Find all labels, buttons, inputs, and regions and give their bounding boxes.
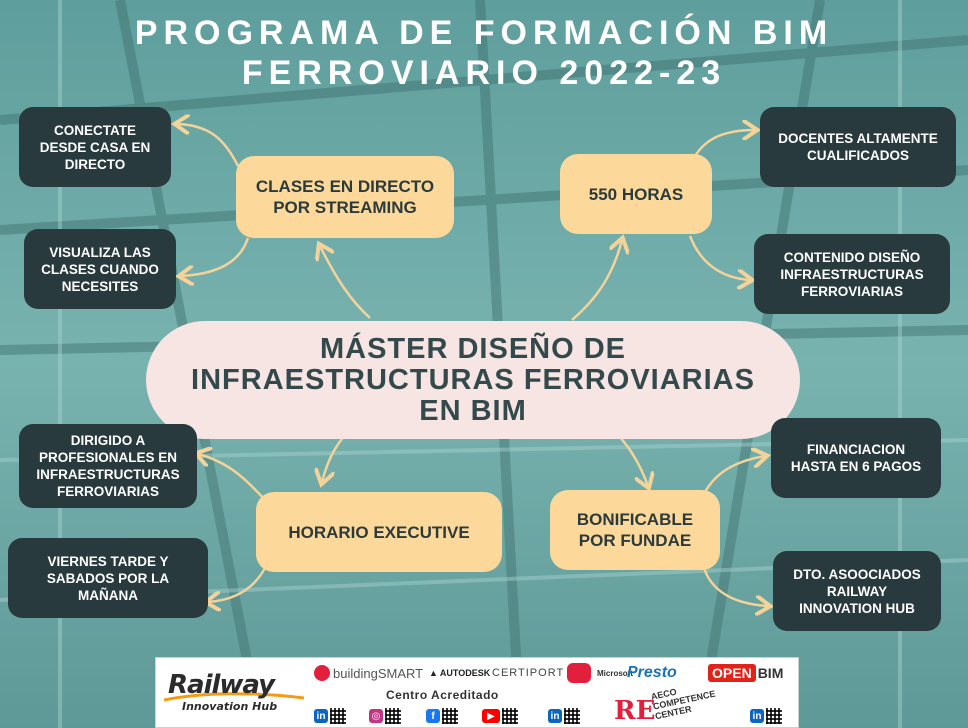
autodesk-text: AUTODESK <box>439 668 491 678</box>
qr-code-icon <box>564 708 580 724</box>
center-course-title: MÁSTER DISEÑO DE INFRAESTRUCTURAS FERROV… <box>146 321 800 439</box>
social-facebook[interactable]: f <box>426 708 458 724</box>
openbim-logo: OPEN BIM <box>708 662 783 684</box>
page-title-line-1: PROGRAMA DE FORMACIÓN BIM <box>134 14 834 52</box>
leaf-contenido: CONTENIDO DISEÑO INFRAESTRUCTURAS FERROV… <box>754 234 950 314</box>
aeco-competence-center-logo: RE AECO COMPETENCE CENTER <box>614 687 734 728</box>
swoosh-icon <box>164 692 304 702</box>
leaf-conectate: CONECTATE DESDE CASA EN DIRECTO <box>19 107 171 187</box>
leaf-contenido-line-3: FERROVIARIAS <box>800 283 903 299</box>
footer-logos-bar: Railway Innovation Hub buildingSMART ▲ A… <box>155 657 799 728</box>
leaf-contenido-line-2: INFRAESTRUCTURAS <box>780 266 924 282</box>
leaf-visualiza-line-2: CLASES CUANDO <box>41 261 159 277</box>
linkedin-icon: in <box>750 709 764 723</box>
buildingsmart-text: buildingSMART <box>333 665 424 681</box>
openbim-open-text: OPEN <box>708 664 756 682</box>
railway-logo-subtext: Innovation Hub <box>182 700 278 713</box>
leaf-docentes-line-1: DOCENTES ALTAMENTE <box>778 131 938 146</box>
qr-code-icon <box>502 708 518 724</box>
social-instagram[interactable]: ◎ <box>369 708 401 724</box>
leaf-docentes-line-2: CUALIFICADOS <box>807 148 909 163</box>
hub-bonificable-line-2: POR FUNDAE <box>578 531 692 550</box>
instagram-icon: ◎ <box>369 709 383 723</box>
leaf-dirigido-line-4: FERROVIARIAS <box>56 484 159 499</box>
leaf-conectate-line-3: DIRECTO <box>64 156 126 172</box>
page-title-line-2: FERROVIARIO 2022-23 <box>241 54 727 92</box>
hub-horas-line-1: 550 HORAS <box>588 184 684 204</box>
buildingsmart-icon <box>314 665 330 681</box>
buildingsmart-logo: buildingSMART <box>314 662 423 684</box>
leaf-visualiza-line-1: VISUALIZA LAS <box>49 244 151 260</box>
hub-horario-executive: HORARIO EXECUTIVE <box>256 492 502 572</box>
certiport-text: CERTIPORT <box>492 667 565 679</box>
leaf-financiacion-line-2: HASTA EN 6 PAGOS <box>790 459 922 474</box>
leaf-dto-line-1: DTO. ASOOCIADOS <box>793 566 921 582</box>
leaf-visualiza-line-3: NECESITES <box>61 278 139 294</box>
hub-clases-streaming: CLASES EN DIRECTO POR STREAMING <box>236 156 454 238</box>
hub-horario-line-1: HORARIO EXECUTIVE <box>288 522 470 542</box>
center-line-1: MÁSTER DISEÑO DE <box>319 332 627 365</box>
leaf-contenido-line-1: CONTENIDO DISEÑO <box>783 249 921 265</box>
leaf-conectate-line-2: DESDE CASA EN <box>39 139 151 155</box>
leaf-dirigido-line-1: DIRIGIDO A <box>70 433 146 448</box>
social-youtube[interactable]: ▶ <box>482 708 518 724</box>
leaf-viernes-line-2: SABADOS POR LA <box>46 570 170 586</box>
qr-code-icon <box>766 708 782 724</box>
autodesk-triangle-icon: ▲ <box>429 668 438 678</box>
aeco-re-mark: RE <box>614 696 656 726</box>
linkedin-icon: in <box>314 709 328 723</box>
social-linkedin-mid[interactable]: in <box>548 708 580 724</box>
leaf-dto-line-3: INNOVATION HUB <box>799 600 915 616</box>
railway-innovation-hub-logo: Railway Innovation Hub <box>164 670 304 720</box>
hub-bonificable-fundae: BONIFICABLE POR FUNDAE <box>550 490 720 570</box>
leaf-conectate-line-1: CONECTATE <box>54 122 136 138</box>
youtube-icon: ▶ <box>482 709 500 723</box>
presto-logo: Presto <box>627 662 677 684</box>
center-line-2: INFRAESTRUCTURAS FERROVIARIAS <box>191 363 755 396</box>
facebook-icon: f <box>426 709 440 723</box>
certiport-logo: CERTIPORT <box>492 662 564 684</box>
hub-clases-line-2: POR STREAMING <box>273 198 417 217</box>
leaf-dto: DTO. ASOOCIADOS RAILWAY INNOVATION HUB <box>773 551 941 631</box>
leaf-dirigido-line-3: INFRAESTRUCTURAS <box>36 467 180 482</box>
railway-logo-text: Railway <box>168 670 275 700</box>
leaf-viernes-line-1: VIERNES TARDE Y <box>47 553 169 569</box>
centro-acreditado-label: Centro Acreditado <box>386 688 499 702</box>
qr-code-icon <box>330 708 346 724</box>
leaf-viernes: VIERNES TARDE Y SABADOS POR LA MAÑANA <box>8 538 208 618</box>
microsoft-text: Microsoft <box>597 668 633 678</box>
qr-code-icon <box>442 708 458 724</box>
leaf-financiacion-line-1: FINANCIACION <box>806 442 906 457</box>
linkedin-icon: in <box>548 709 562 723</box>
openbim-bim-text: BIM <box>757 665 784 681</box>
presto-text: Presto <box>627 664 677 681</box>
leaf-viernes-line-3: MAÑANA <box>78 587 138 603</box>
leaf-dirigido: DIRIGIDO A PROFESIONALES EN INFRAESTRUCT… <box>19 424 197 508</box>
leaf-dirigido-line-2: PROFESIONALES EN <box>38 450 178 465</box>
qr-code-icon <box>385 708 401 724</box>
autodesk-logo: ▲ AUTODESK <box>429 662 490 684</box>
microsoft-certified-logo: Microsoft <box>597 662 633 684</box>
cype-logo <box>567 662 591 684</box>
leaf-docentes: DOCENTES ALTAMENTE CUALIFICADOS <box>760 107 956 187</box>
aeco-text: AECO COMPETENCE CENTER <box>650 679 718 722</box>
hub-bonificable-line-1: BONIFICABLE <box>576 510 694 529</box>
center-line-3: EN BIM <box>419 394 527 427</box>
hub-550-horas: 550 HORAS <box>560 154 712 234</box>
social-linkedin-right[interactable]: in <box>750 708 782 724</box>
leaf-financiacion: FINANCIACION HASTA EN 6 PAGOS <box>771 418 941 498</box>
social-linkedin-left[interactable]: in <box>314 708 346 724</box>
hub-clases-line-1: CLASES EN DIRECTO <box>255 177 435 196</box>
leaf-dto-line-2: RAILWAY <box>826 583 888 599</box>
cype-icon <box>567 663 591 683</box>
leaf-visualiza: VISUALIZA LAS CLASES CUANDO NECESITES <box>24 229 176 309</box>
